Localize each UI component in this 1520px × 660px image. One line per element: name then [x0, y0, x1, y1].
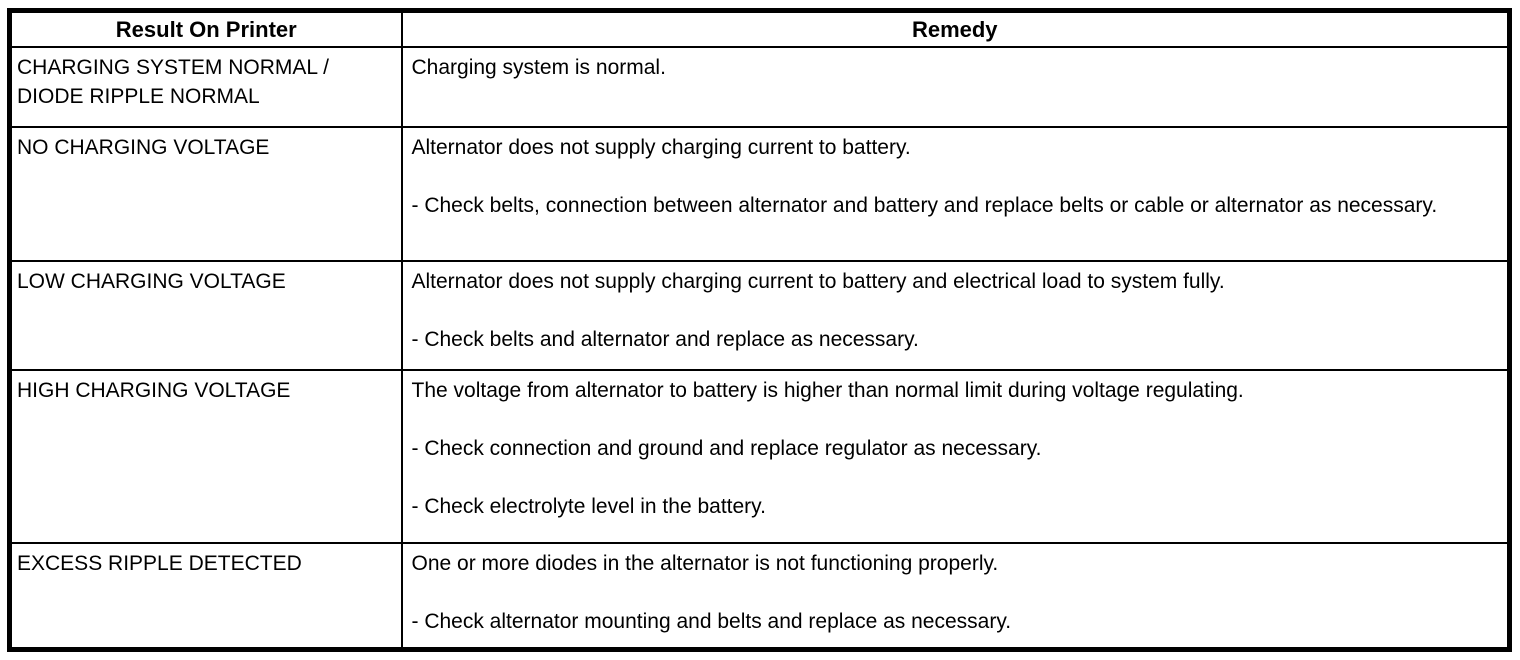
remedy-check-item: - Check belts and alternator and replace… — [411, 328, 919, 351]
remedy-description: The voltage from alternator to battery i… — [411, 379, 1244, 402]
remedy-check-item: - Check electrolyte level in the battery… — [411, 495, 766, 518]
remedy-check-item: - Check connection and ground and replac… — [411, 437, 1042, 460]
table-row: LOW CHARGING VOLTAGE Alternator does not … — [8, 260, 1511, 371]
table-row: NO CHARGING VOLTAGE Alternator does not s… — [8, 126, 1511, 262]
remedy-check-item: - Check alternator mounting and belts an… — [411, 610, 1012, 633]
result-cell: LOW CHARGING VOLTAGE — [8, 260, 403, 371]
remedy-description: Alternator does not supply charging curr… — [411, 136, 911, 159]
result-cell: NO CHARGING VOLTAGE — [8, 126, 403, 262]
table-row: CHARGING SYSTEM NORMAL / DIODE RIPPLE NO… — [8, 46, 1511, 128]
remedy-description: Charging system is normal. — [411, 56, 666, 79]
table-row: HIGH CHARGING VOLTAGE The voltage from al… — [8, 369, 1511, 544]
table-row: EXCESS RIPPLE DETECTED One or more diodes… — [8, 542, 1511, 650]
diagnostic-results-table: Result On Printer Remedy CHARGING SYSTEM… — [7, 8, 1512, 652]
remedy-cell: Alternator does not supply charging curr… — [400, 260, 1511, 371]
remedy-cell: Charging system is normal. — [400, 46, 1511, 128]
column-header-result-on-printer: Result On Printer — [8, 9, 403, 48]
result-cell: HIGH CHARGING VOLTAGE — [8, 369, 403, 544]
remedy-cell: The voltage from alternator to battery i… — [400, 369, 1511, 544]
result-cell: CHARGING SYSTEM NORMAL / DIODE RIPPLE NO… — [8, 46, 403, 128]
remedy-description: One or more diodes in the alternator is … — [411, 552, 999, 575]
header-row: Result On Printer Remedy — [8, 9, 1511, 48]
remedy-check-item: - Check belts, connection between altern… — [411, 194, 1438, 217]
result-cell: EXCESS RIPPLE DETECTED — [8, 542, 403, 650]
remedy-cell: Alternator does not supply charging curr… — [400, 126, 1511, 262]
remedy-description: Alternator does not supply charging curr… — [411, 270, 1225, 293]
remedy-cell: One or more diodes in the alternator is … — [400, 542, 1511, 650]
column-header-remedy: Remedy — [400, 9, 1511, 48]
table-body: CHARGING SYSTEM NORMAL / DIODE RIPPLE NO… — [8, 46, 1511, 650]
